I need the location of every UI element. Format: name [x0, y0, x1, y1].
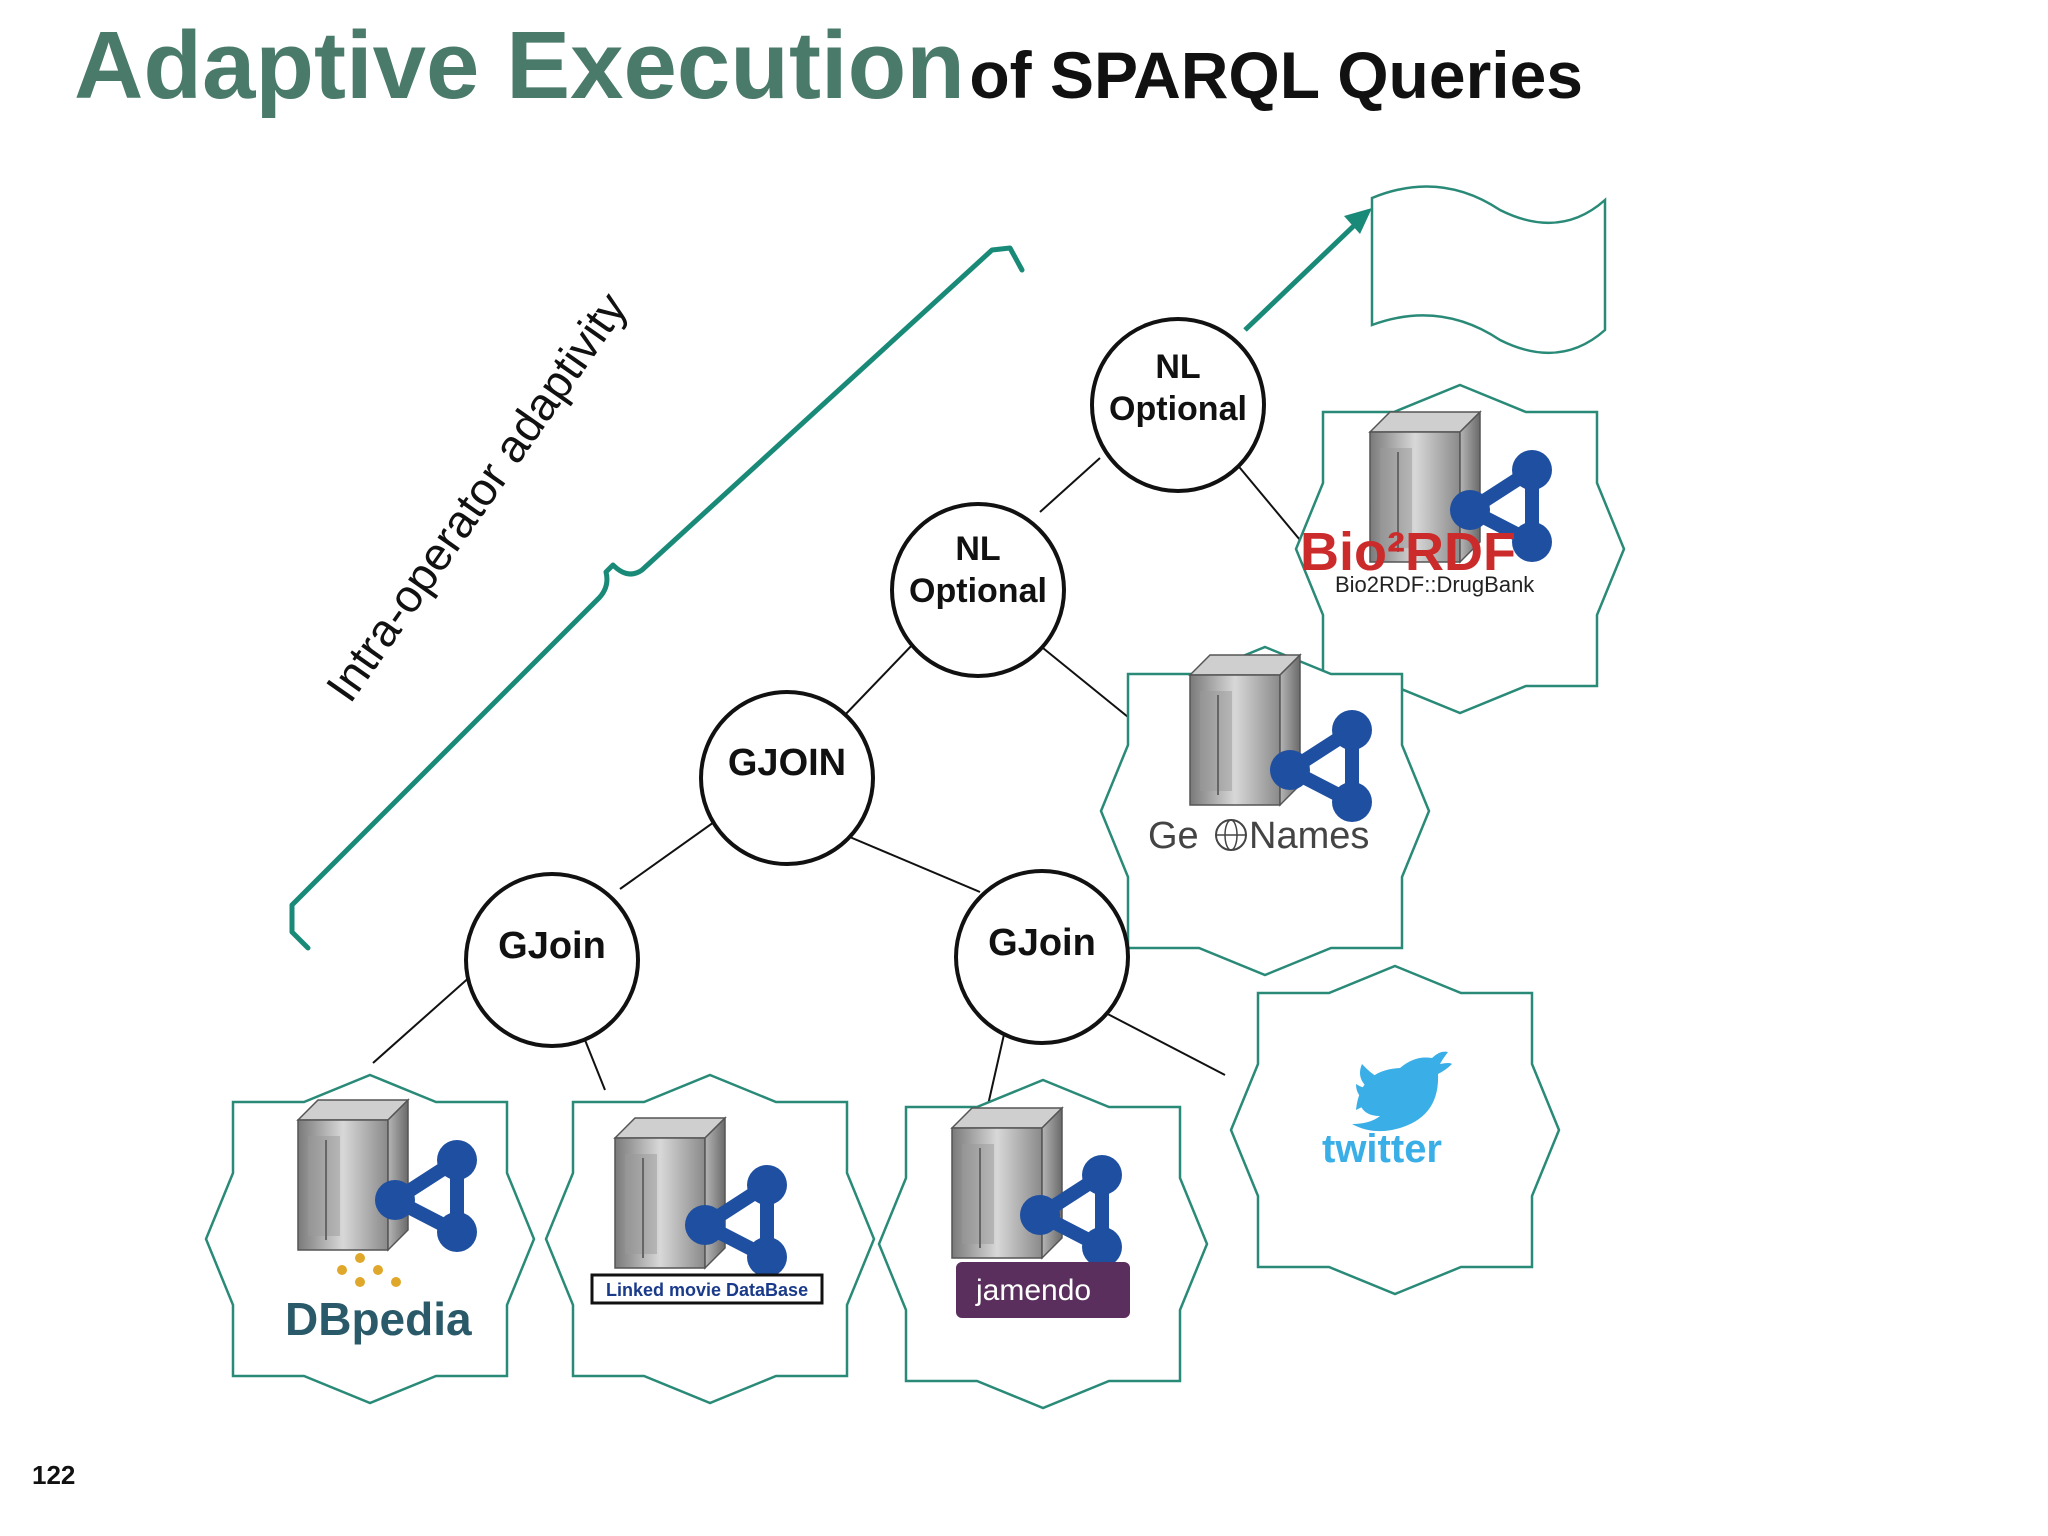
bracket-label: Intra-operator adaptivity: [316, 283, 637, 711]
dbpedia-logo: DBpedia: [285, 1293, 472, 1345]
node-gjoin-left: GJoin: [464, 872, 640, 1048]
result-flag: [1243, 185, 1607, 355]
node-label: GJoin: [988, 922, 1096, 964]
node-nl-optional-mid: NL Optional: [890, 502, 1066, 678]
globe-icon: [1215, 819, 1247, 851]
node-label: GJoin: [498, 925, 606, 967]
node-label: GJOIN: [728, 742, 846, 784]
server-icon: [614, 1117, 726, 1269]
node-label-line1: NL: [955, 530, 1000, 568]
twitter-logo: twitter: [1322, 1127, 1442, 1171]
slide-title: Adaptive Execution of SPARQL Queries: [74, 18, 1583, 114]
server-icon: [297, 1099, 409, 1251]
source-dbpedia: DBpedia: [204, 1073, 536, 1405]
source-jamendo: jamendo: [877, 1078, 1209, 1410]
bio2rdf-caption: Bio2RDF::DrugBank: [1335, 572, 1535, 597]
page-number: 122: [32, 1460, 76, 1490]
geonames-logo-right: Names: [1249, 815, 1369, 857]
jamendo-logo-frame: [956, 1262, 1130, 1318]
jamendo-logo: jamendo: [975, 1274, 1091, 1307]
title-main: Adaptive Execution: [74, 12, 965, 119]
title-rest: of SPARQL Queries: [969, 38, 1584, 112]
twitter-bird-icon: [1352, 1051, 1452, 1132]
dbpedia-tree-icon: [337, 1253, 401, 1287]
bio2rdf-logo: Bio²RDF: [1300, 522, 1516, 582]
node-label-line2: Optional: [909, 572, 1047, 610]
node-label-line2: Optional: [1109, 390, 1247, 428]
source-geonames: Ge Names: [1099, 645, 1431, 977]
node-label-line1: NL: [1155, 348, 1200, 386]
lmdb-logo: Linked movie DataBase: [606, 1280, 808, 1300]
source-twitter: twitter: [1229, 964, 1561, 1296]
geonames-logo-left: Ge: [1148, 815, 1199, 857]
twitter-star: [1229, 964, 1561, 1296]
lmdb-logo-frame: [590, 1273, 824, 1305]
source-lmdb: Linked movie DataBase: [544, 1073, 876, 1405]
node-gjoin-right: GJoin: [954, 869, 1130, 1045]
node-nl-optional-top: NL Optional: [1090, 317, 1266, 493]
source-bio2rdf: Bio²RDF Bio2RDF::DrugBank: [1294, 383, 1626, 715]
server-icon: [951, 1107, 1063, 1259]
node-gjoin-root: GJOIN: [699, 690, 875, 866]
